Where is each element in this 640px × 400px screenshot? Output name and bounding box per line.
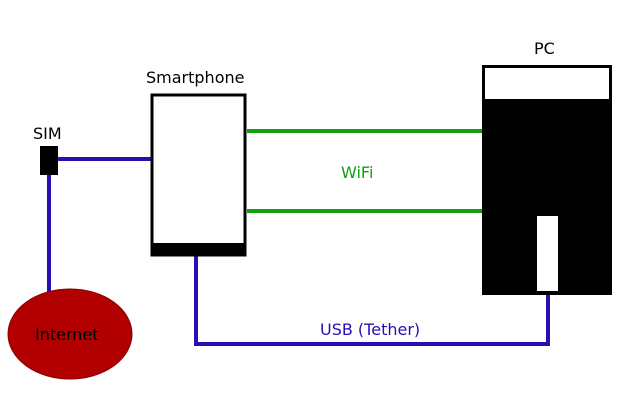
pc-drive-slot — [537, 216, 558, 291]
internet-cloud — [7, 288, 133, 380]
smartphone-label: Smartphone — [146, 68, 244, 87]
wifi-label: WiFi — [341, 163, 373, 182]
smartphone-body — [150, 93, 247, 257]
sim-label: SIM — [33, 124, 62, 143]
pc-top-panel — [485, 68, 609, 99]
internet-label: Internet — [35, 325, 99, 344]
usb-tether-line — [194, 255, 550, 346]
sim-card — [40, 146, 58, 175]
smartphone-bottom-bar — [152, 243, 245, 255]
pc-label: PC — [534, 39, 555, 58]
usb-label: USB (Tether) — [320, 320, 420, 339]
